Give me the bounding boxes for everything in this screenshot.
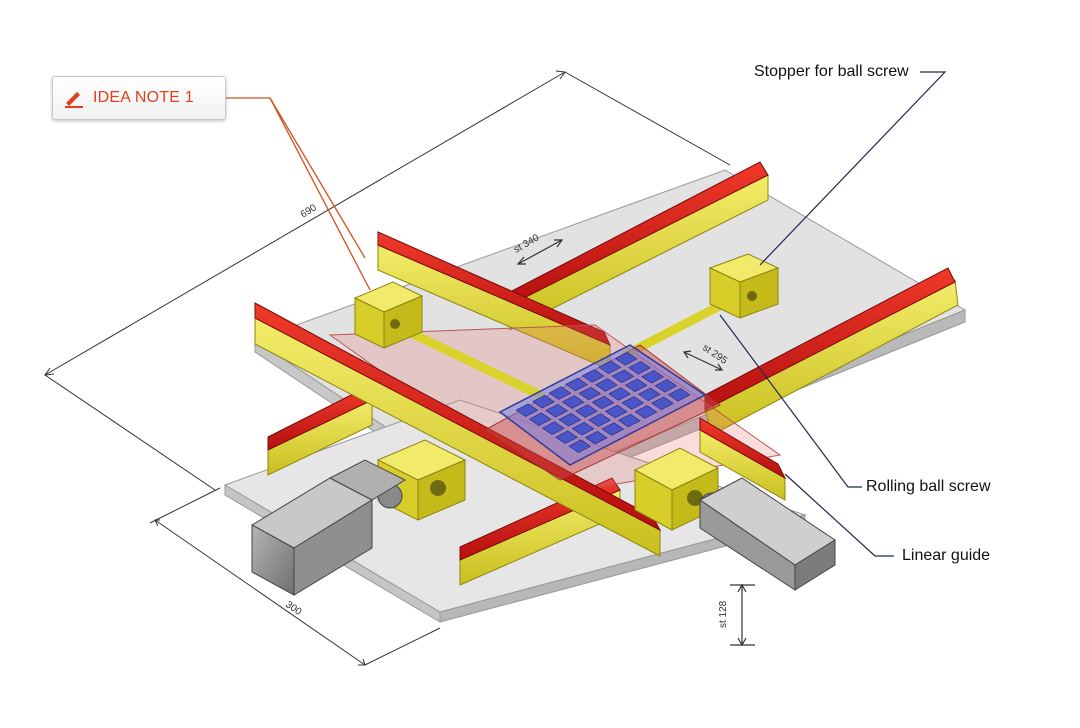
grid-cell [595,378,618,392]
grid-cell [548,386,572,400]
grid-cell [667,388,691,402]
grid-cell [555,430,578,444]
idea-note-badge: IDEA NOTE 1 [52,76,226,120]
stopper-block-left [353,281,424,349]
grid-cell [588,413,611,427]
dimension-width-label: 300 [283,599,303,618]
callout-rolling-ball-screw: Rolling ball screw [866,478,991,495]
grid-cell [601,422,625,436]
dimension-length [43,70,731,491]
grid-cell [618,413,641,428]
grid-cell [571,421,595,436]
grid-cell [604,404,628,419]
grid-cell [628,361,651,375]
stopper-leader [759,71,947,266]
dimension-stroke-x-arrow [516,239,564,265]
grid-cell [568,439,591,453]
linear-guide-front-left [254,302,662,557]
grid-table [484,344,721,481]
support-block-right [633,447,720,531]
grid-cell [611,369,635,384]
grid-cell [591,395,615,410]
idea-note-leaders [226,97,371,291]
grid-cell [634,405,658,419]
grid-cell [621,396,645,410]
grid-cell [515,403,539,417]
callout-linear-guide: Linear guide [902,547,991,564]
dimension-length-label: 690 [299,202,319,220]
grid-cell [584,430,608,445]
pencil-icon [65,92,83,108]
grid-cell [558,412,582,427]
linear-leader [784,473,894,557]
grid-cell [581,369,605,383]
grid-cell [565,377,588,392]
grid-cell [654,379,678,393]
idea-note-label: IDEA NOTE 1 [93,89,194,106]
callout-stopper-for-ball-screw: Stopper for ball screw [754,63,909,80]
motor-left [250,459,407,596]
grid-cell [542,421,565,435]
stopper-block-right [708,253,780,319]
grid-cell [638,387,661,402]
grid-cell [578,386,602,401]
dimension-stroke-z-label: st 128 [718,600,729,628]
grid-cell [608,387,631,401]
grid-cell [575,404,598,418]
grid-cell [651,396,674,411]
grid-cell [528,412,552,426]
grid-cell [598,360,622,375]
grid-cell [624,378,648,393]
motor-right [699,477,836,591]
dimension-width [149,487,441,666]
grid-cell [532,394,555,409]
grid-cell [545,403,568,418]
linear-guide-front-right [699,417,787,501]
grid-cell [561,395,585,409]
grid-cell [641,370,664,384]
grid-cell [615,352,638,366]
grid-cells [515,352,691,453]
rolling-leader [719,314,862,488]
dimension-stroke-z-arrow [730,583,755,647]
callout-leaders [719,71,947,557]
dimension-stroke-y-arrow [682,350,724,371]
